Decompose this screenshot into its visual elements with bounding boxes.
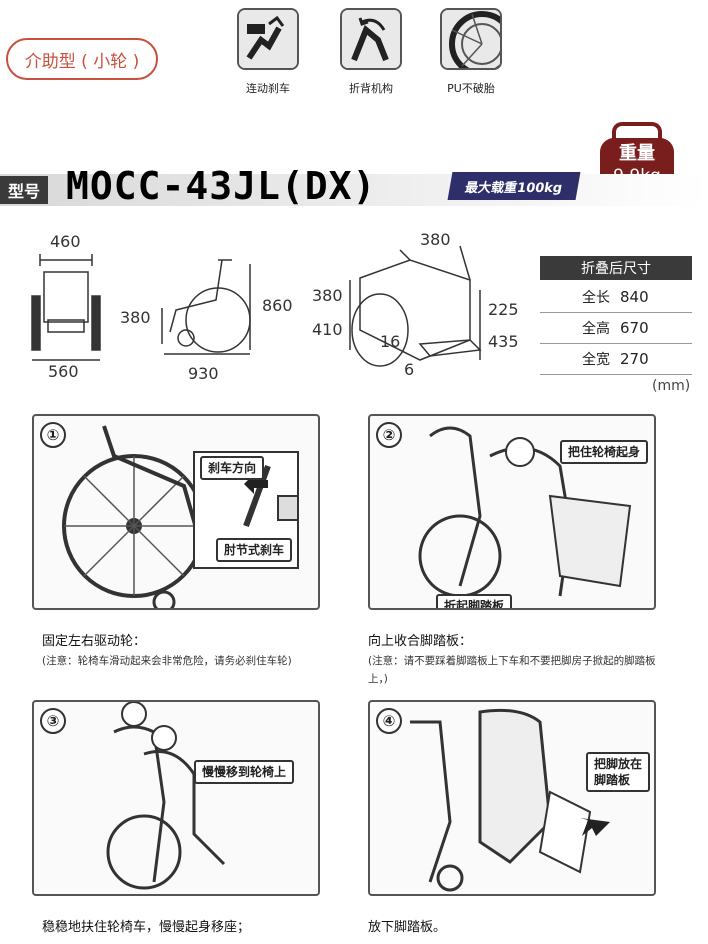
dim-iso-left-lower: 410	[312, 320, 343, 339]
model-name: MOCC-43JL(DX)	[66, 164, 377, 208]
step-2-caption: 向上收合脚踏板：	[368, 634, 473, 649]
transfer-to-wheelchair-illustration	[106, 702, 226, 890]
weight-label: 重量	[619, 143, 655, 164]
folded-value: 270	[620, 350, 649, 368]
folded-row-width: 全宽 270	[540, 344, 692, 375]
weight-hook-icon	[612, 122, 662, 140]
fold-back-icon	[340, 8, 402, 70]
dim-caster-size: 6	[404, 360, 415, 379]
dim-front-top: 460	[50, 232, 81, 251]
feature-linked-brake: 连动刹车	[233, 8, 303, 96]
folded-value: 670	[620, 319, 649, 337]
dim-height: 860	[262, 296, 293, 315]
wheelchair-brake-illustration	[62, 425, 299, 608]
callout-move-slowly: 慢慢移到轮椅上	[194, 760, 295, 784]
step-number: ③	[40, 708, 66, 734]
max-load-badge: 最大载重100kg	[447, 172, 581, 200]
callout-feet-on-footrest: 把脚放在 脚踏板	[586, 752, 651, 792]
step-4-panel: ④ 把脚放在 脚踏板	[368, 700, 656, 896]
callout-fold-footrest: 折起脚踏板	[436, 594, 513, 608]
step-2-note: (注意：请不要踩着脚踏板上下车和不要把脚房子掀起的脚踏板上，)	[368, 655, 656, 685]
dimension-drawings	[31, 245, 482, 367]
feature-folding-back: 折背机构	[336, 8, 406, 96]
wheelchair-type-badge: 介助型 ( 小轮 )	[6, 38, 158, 80]
dim-iso-right-lower: 435	[488, 332, 519, 351]
step-number: ②	[376, 422, 402, 448]
wheel-tire-icon	[440, 8, 502, 70]
dim-iso-left-upper: 380	[312, 286, 343, 305]
step-number: ④	[376, 708, 402, 734]
folded-key: 全高	[582, 321, 610, 337]
folded-key: 全宽	[582, 352, 610, 368]
step-1-panel: ① 刹车方向 肘节式刹车	[32, 414, 320, 610]
callout-toggle-brake: 肘节式刹车	[216, 538, 293, 562]
model-tag: 型号	[0, 176, 48, 204]
folded-row-length: 全长 840	[540, 282, 692, 313]
dim-wheel-size: 16	[380, 332, 401, 351]
folded-value: 840	[620, 288, 649, 306]
step-1-caption: 固定左右驱动轮：	[42, 634, 147, 649]
step-1-note: (注意：轮椅车滑动起来会非常危险，请务必刹住车轮)	[42, 655, 292, 667]
fold-footrest-illustration	[418, 426, 632, 598]
step-number: ①	[40, 422, 66, 448]
callout-brake-direction: 刹车方向	[200, 456, 265, 480]
folded-key: 全长	[582, 290, 610, 306]
front-view-drawing	[31, 254, 101, 361]
folded-row-height: 全高 670	[540, 313, 692, 344]
feature-pu-tire: PU不破胎	[436, 8, 506, 96]
dim-length: 930	[188, 364, 219, 383]
iso-view-drawing	[349, 245, 482, 367]
title-bar-background	[0, 174, 708, 206]
dim-iso-top: 380	[420, 230, 451, 249]
step-4-caption: 放下脚踏板。	[368, 920, 447, 935]
step-3-caption: 稳稳地扶住轮椅车，慢慢起身移座；	[42, 920, 251, 935]
dim-seat-height: 380	[120, 308, 151, 327]
dim-front-bottom: 560	[48, 362, 79, 381]
unit-label: (mm)	[652, 378, 691, 394]
feature-label: PU不破胎	[447, 82, 495, 95]
feature-label: 折背机构	[349, 82, 393, 95]
dim-iso-right-upper: 225	[488, 300, 519, 319]
lower-footrest-illustration	[410, 708, 610, 892]
step-3-panel: ③ 慢慢移到轮椅上	[32, 700, 320, 896]
step-2-panel: ② 把住轮椅起身 折起脚踏板	[368, 414, 656, 610]
callout-hold-and-stand: 把住轮椅起身	[560, 440, 649, 464]
side-view-drawing	[161, 259, 251, 355]
folded-size-header: 折叠后尺寸	[540, 256, 692, 280]
feature-label: 连动刹车	[246, 82, 290, 95]
brake-lever-icon	[237, 8, 299, 70]
